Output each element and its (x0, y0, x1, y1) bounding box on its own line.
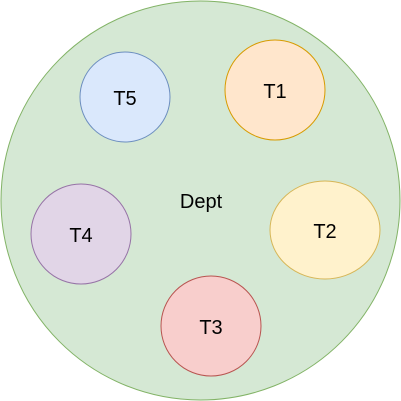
team-circle-t3 (160, 275, 262, 377)
team-circle-t5 (79, 51, 171, 143)
team-label-t1: T1 (263, 81, 286, 103)
team-circle-t2 (269, 180, 381, 280)
team-node-t3: T3 (160, 275, 262, 377)
team-circle-t1 (224, 39, 326, 141)
team-label-t4: T4 (69, 225, 92, 247)
team-label-t2: T2 (313, 221, 336, 243)
team-label-t3: T3 (199, 317, 222, 339)
team-node-t4: T4 (30, 183, 132, 285)
dept-label: Dept (180, 191, 223, 213)
team-label-t5: T5 (113, 88, 136, 110)
team-circle-t4 (30, 183, 132, 285)
team-node-t2: T2 (269, 180, 381, 280)
team-node-t1: T1 (224, 39, 326, 141)
team-node-t5: T5 (79, 51, 171, 143)
